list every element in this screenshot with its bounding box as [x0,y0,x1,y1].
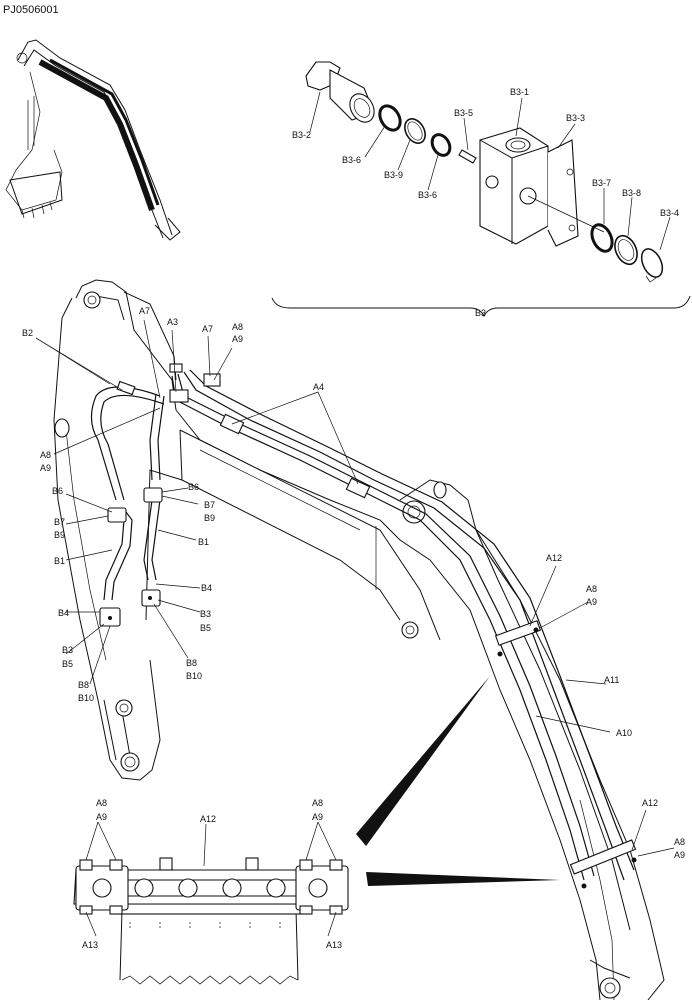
label-b5-left: B5 [62,659,73,669]
detail-a12: A8 A9 A12 A8 A9 A13 A13 [73,798,349,985]
label-b3-7: B3-7 [592,178,611,188]
callout-wedge-lower [366,872,560,886]
label-b3-2: B3-2 [292,130,311,140]
clamp-a4-2 [345,477,371,499]
label-a12-upper: A12 [546,553,562,563]
clamp-a12-upper [494,620,542,646]
label-b1-right: B1 [198,537,209,547]
drawing-code: PJ0506001 [3,4,59,16]
label-a8-left: A8 [40,450,51,460]
callout-wedge-upper [356,676,490,846]
label-a8-detail-left: A8 [96,798,107,808]
label-b1-left: B1 [54,556,65,566]
label-b8-left: B8 [78,680,89,690]
label-a3: A3 [167,317,178,327]
label-b3-group: B3 [475,308,486,318]
label-b10-right: B10 [186,671,202,681]
label-a9-lower: A9 [674,850,685,860]
label-b3-6-a: B3-6 [342,155,361,165]
label-b3-1: B3-1 [510,87,529,97]
label-a13-left: A13 [82,940,98,950]
label-a12-detail: A12 [200,814,216,824]
pin-b3-5 [458,149,477,164]
o-ring-b3-7 [590,223,614,253]
fitting-b3-2 [305,61,375,123]
label-b7-right: B7 [204,500,215,510]
label-b4-right: B4 [201,583,212,593]
fitting-b7-right [143,487,163,503]
label-b2: B2 [22,328,33,338]
label-b9-left: B9 [54,530,65,540]
label-b7-left: B7 [54,517,65,527]
hoses-b1-b2 [90,363,221,627]
backup-ring-b3-8 [614,234,638,266]
label-a13-right: A13 [326,940,342,950]
label-a9-top: A9 [232,334,243,344]
label-a10: A10 [616,728,632,738]
block-b3-1 [479,127,579,247]
label-a11: A11 [604,675,619,685]
label-b3-3: B3-3 [566,113,585,123]
label-b3-6-b: B3-6 [418,190,437,200]
label-b5-right: B5 [200,623,211,633]
pipes-a10-a11 [171,369,637,889]
label-b3-5: B3-5 [454,108,473,118]
label-b9-right: B9 [204,513,215,523]
label-b8-right: B8 [186,658,197,668]
main-labels: B2 A7 A3 A7 A8 A9 A4 A8 A9 B6 B7 B9 B1 B… [22,306,685,860]
clamp-a7 [203,373,221,387]
overview-thumbnail [5,39,181,241]
label-a9-detail-right: A9 [312,812,323,822]
o-ring-b3-6-a [378,104,402,132]
label-a9-detail-left: A9 [96,812,107,822]
label-b10-left: B10 [78,693,94,703]
label-b3-right: B3 [200,609,211,619]
label-a7-right: A7 [202,324,213,334]
label-a7-left: A7 [139,306,150,316]
o-ring-b3-6-b [430,133,452,157]
label-a8-detail-right: A8 [312,798,323,808]
label-a8-top: A8 [232,322,243,332]
snap-ring-b3-4 [640,248,664,278]
clamp-a3 [169,389,189,403]
label-b3-8: B3-8 [622,188,641,198]
boom-assembly [53,279,665,1000]
label-a9-left: A9 [40,463,51,473]
label-a8-upper: A8 [586,584,597,594]
label-b3-left: B3 [62,645,73,655]
label-a9-upper: A9 [586,597,597,607]
fitting-b7-left [107,507,127,523]
label-b6-left: B6 [52,486,63,496]
label-b3-9: B3-9 [384,170,403,180]
label-a4: A4 [313,382,324,392]
label-a8-lower: A8 [674,837,685,847]
label-b4-left: B4 [58,608,69,618]
detail-b3: B3-2 B3-6 B3-9 B3-6 B3-5 B3-1 B3-3 B3-7 … [271,61,691,318]
backup-ring-b3-9 [404,118,426,144]
label-a12-lower: A12 [642,798,658,808]
label-b3-4: B3-4 [660,208,679,218]
label-b6-right: B6 [188,482,199,492]
main-leaders [35,319,675,857]
clamp-a12-lower [569,839,637,875]
